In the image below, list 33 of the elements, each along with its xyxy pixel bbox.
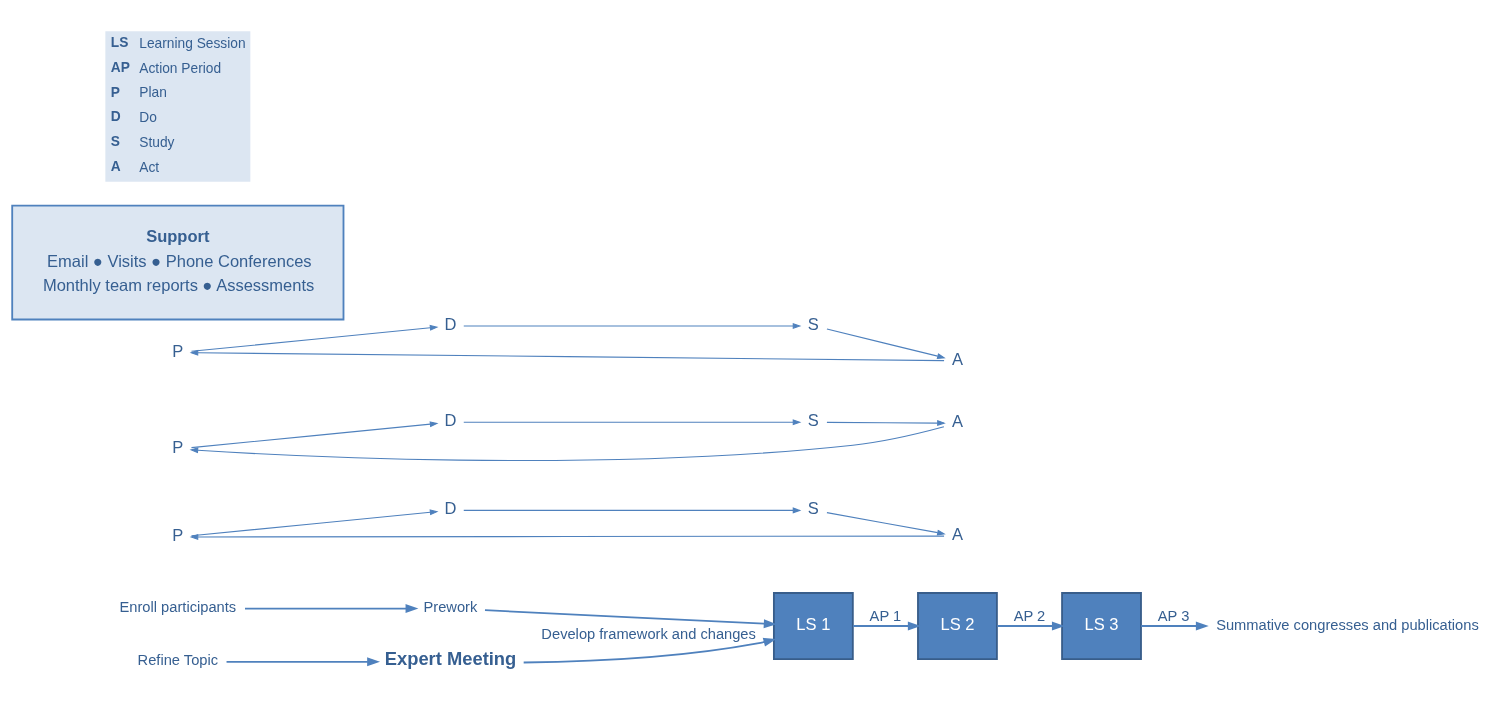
label: LS <box>110 34 129 50</box>
label: D <box>110 109 121 125</box>
label: Study <box>139 134 175 150</box>
node-text: S <box>807 411 819 430</box>
node-text: Enroll participants <box>119 599 237 616</box>
edge-label: Develop framework and changes <box>541 625 756 642</box>
label: Plan <box>139 85 167 101</box>
node-text: Summative congresses and publications <box>1216 616 1479 633</box>
label: Act <box>139 159 160 175</box>
node-text: P <box>172 526 184 545</box>
node-text: A <box>951 349 963 368</box>
label: Do <box>139 110 157 126</box>
label: Action Period <box>139 60 222 76</box>
node-text: A <box>951 412 963 431</box>
node-text: D <box>444 499 457 518</box>
edge-label: AP 3 <box>1157 608 1190 625</box>
node-text: P <box>172 341 184 360</box>
node-text: Refine Topic <box>137 652 219 669</box>
node-text: D <box>444 411 457 430</box>
edge-label: AP 1 <box>869 608 902 625</box>
node-text: S <box>807 499 819 518</box>
edge-label: AP 2 <box>1013 608 1046 625</box>
node-text: D <box>444 314 457 333</box>
label: AP <box>110 59 130 75</box>
node-text: Expert Meeting <box>384 648 517 670</box>
node-text: P <box>172 437 184 456</box>
node-text: Prework <box>423 599 478 616</box>
node-text: S <box>807 314 819 333</box>
label: A <box>110 158 121 174</box>
node-text: A <box>951 525 963 544</box>
label: P <box>110 84 121 100</box>
label: Learning Session <box>139 35 246 51</box>
label: S <box>110 134 121 150</box>
